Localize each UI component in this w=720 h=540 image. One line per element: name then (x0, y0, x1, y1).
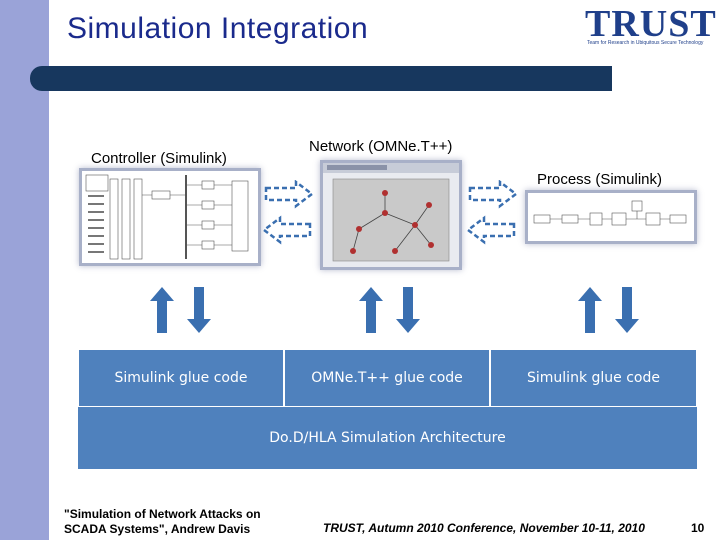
logo-wordmark: TRUST (585, 3, 717, 45)
simulink-glue-code-left: Simulink glue code (78, 349, 284, 407)
trust-logo: TRUST Team for Research in Ubiquitous Se… (585, 3, 716, 50)
title-rule (30, 66, 612, 91)
process-updown-arrows (578, 287, 639, 333)
network-updown-arrows (359, 287, 420, 333)
network-label: Network (OMNe.T++) (309, 138, 453, 155)
omnet-glue-code: OMNe.T++ glue code (284, 349, 490, 407)
logo-tagline: Team for Research in Ubiquitous Secure T… (587, 40, 704, 46)
hla-architecture-block: Do.D/HLA Simulation Architecture (78, 407, 697, 469)
process-simulink-diagram (525, 190, 697, 244)
controller-simulink-diagram (79, 168, 261, 266)
network-process-arrows (465, 180, 519, 245)
controller-updown-arrows (150, 287, 211, 333)
process-label: Process (Simulink) (537, 171, 663, 188)
footer-citation-line1: "Simulation of Network Attacks on (64, 507, 261, 521)
controller-label: Controller (Simulink) (91, 150, 227, 167)
controller-network-arrows (261, 180, 315, 245)
simulink-glue-code-right: Simulink glue code (490, 349, 697, 407)
footer-conference: TRUST, Autumn 2010 Conference, November … (323, 521, 645, 535)
network-omnet-window (320, 160, 462, 270)
slide-title: Simulation Integration (67, 12, 369, 45)
footer-citation-line2: SCADA Systems", Andrew Davis (64, 522, 251, 536)
page-number: 10 (691, 521, 705, 535)
footer-citation: "Simulation of Network Attacks on SCADA … (64, 507, 261, 537)
